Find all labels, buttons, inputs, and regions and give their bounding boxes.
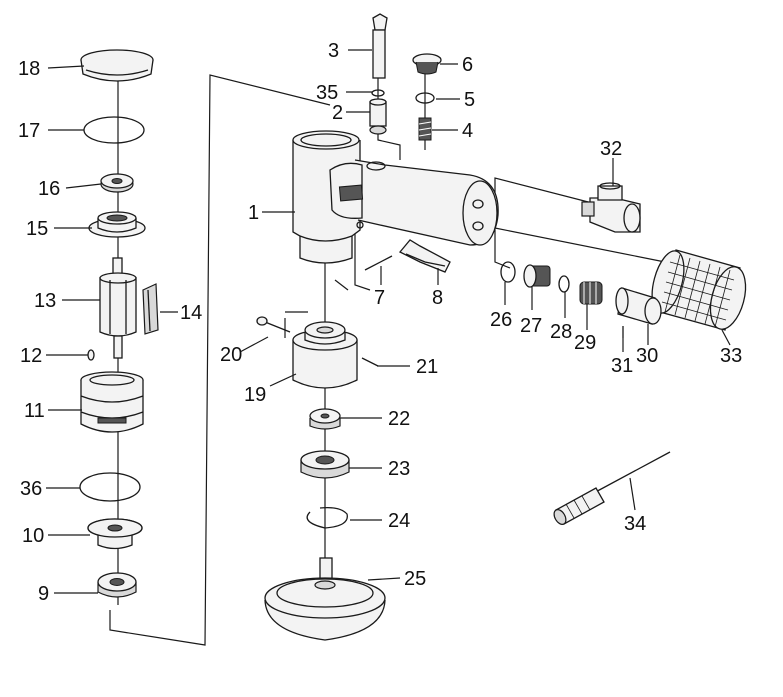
part-11-cylinder <box>80 371 144 433</box>
label-21: 21 <box>416 356 438 378</box>
label-22: 22 <box>388 408 410 430</box>
part-1-housing <box>292 130 499 264</box>
label-1: 1 <box>248 202 259 224</box>
label-32: 32 <box>600 138 622 160</box>
label-29: 29 <box>574 332 596 354</box>
part-16-bearing <box>100 173 134 193</box>
label-15: 15 <box>26 218 48 240</box>
label-34: 34 <box>624 513 646 535</box>
label-6: 6 <box>462 54 473 76</box>
label-19: 19 <box>244 384 266 406</box>
part-12-pin <box>87 349 95 361</box>
label-18: 18 <box>18 58 40 80</box>
leader-lines <box>46 49 731 594</box>
part-5-washer <box>415 92 435 104</box>
label-27: 27 <box>520 315 542 337</box>
part-35-o-ring <box>371 89 385 97</box>
part-24-circlip <box>306 506 348 529</box>
label-24: 24 <box>388 510 410 532</box>
part-23-bearing <box>300 450 350 479</box>
part-10-bearing-plate <box>87 518 143 550</box>
part-9-bearing <box>97 572 137 598</box>
label-11: 11 <box>24 400 45 422</box>
part-6-cap-screw <box>412 53 442 75</box>
label-33: 33 <box>720 345 742 367</box>
part-28-o-ring <box>558 275 570 293</box>
part-14-vane <box>142 283 159 335</box>
part-4-spring <box>418 117 432 141</box>
part-3-valve-pin <box>372 13 388 79</box>
part-22-collar <box>309 408 341 430</box>
part-number-labels: 18 17 16 15 13 14 12 11 36 10 9 1 3 35 2… <box>18 40 742 605</box>
part-34-wrench <box>553 451 671 525</box>
label-28: 28 <box>550 321 572 343</box>
part-20-screw <box>256 316 291 333</box>
part-32-inlet-fitting <box>581 182 641 233</box>
label-20: 20 <box>220 344 242 366</box>
label-13: 13 <box>34 290 56 312</box>
part-8-lever <box>398 239 451 273</box>
part-19-lower-housing <box>292 321 358 389</box>
part-15-bearing-plate <box>88 211 146 238</box>
label-16: 16 <box>38 178 60 200</box>
part-13-rotor <box>99 257 137 359</box>
label-30: 30 <box>636 345 658 367</box>
label-36: 36 <box>20 478 42 500</box>
part-18-end-cap <box>80 49 154 82</box>
label-2: 2 <box>332 102 343 124</box>
label-4: 4 <box>462 120 473 142</box>
part-25-backing-pad <box>264 557 386 641</box>
label-17: 17 <box>18 120 40 142</box>
part-26-o-ring <box>500 261 516 283</box>
label-9: 9 <box>38 583 49 605</box>
label-23: 23 <box>388 458 410 480</box>
label-26: 26 <box>490 309 512 331</box>
label-10: 10 <box>22 525 44 547</box>
part-36-o-ring <box>79 472 141 502</box>
part-21-set-screw <box>361 357 379 367</box>
part-7-pin <box>364 255 393 271</box>
part-30-exhaust-cover <box>615 287 662 325</box>
label-5: 5 <box>464 89 475 111</box>
part-27-regulator-valve <box>523 264 551 288</box>
label-35: 35 <box>316 82 338 104</box>
part-33-grip-sleeve <box>651 249 747 331</box>
label-31: 31 <box>611 355 633 377</box>
part-2-valve-seat <box>369 98 387 135</box>
part-17-o-ring <box>83 116 145 144</box>
label-3: 3 <box>328 40 339 62</box>
label-12: 12 <box>20 345 42 367</box>
label-25: 25 <box>404 568 426 590</box>
label-8: 8 <box>432 287 443 309</box>
label-14: 14 <box>180 302 202 324</box>
label-7: 7 <box>374 287 385 309</box>
part-29-muffler <box>579 281 603 305</box>
